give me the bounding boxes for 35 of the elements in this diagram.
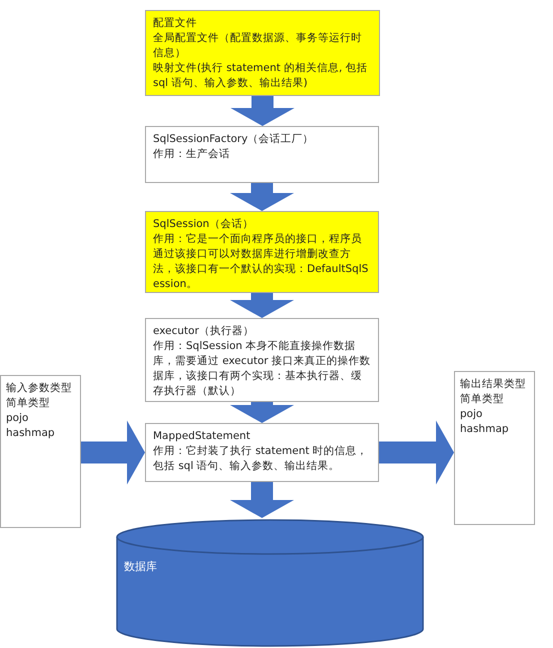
node-text: SqlSessionFactory（会话工厂） [153,132,315,147]
process-box [145,126,379,183]
highlighted-process-box [145,211,379,293]
node-text: 简单类型 [460,392,505,407]
block-arrow [379,420,454,484]
block-arrow [230,402,294,423]
node-text: 配置文件 [153,16,198,31]
node-text: SqlSession（会话） [153,217,254,232]
node-text: 作用：生产会话 [153,147,231,162]
node-text: 作用：它是一个面向程序员的接口，程序员通过该接口可以对数据库进行增删改查方法，该接口有一个默认的实现：DefaultSqlSession。 [153,232,370,292]
highlighted-process-box [145,10,380,96]
block-arrow [81,420,145,484]
database-cylinder [115,518,423,646]
block-arrow [230,183,294,211]
node-text: hashmap [460,422,510,437]
process-box [145,423,379,482]
node-text: MappedStatement [153,429,252,444]
node-text: pojo [6,411,30,426]
node-text: executor（执行器） [153,324,255,339]
process-box [454,371,535,525]
node-text: 作用：它封装了执行 statement 时的信息，包括 sql 语句、输入参数、输出结果。 [153,444,369,474]
block-arrow [230,96,294,126]
node-text: 数据库 [124,559,157,575]
node-text: 简单类型 [6,396,51,411]
node-text: pojo [460,407,484,422]
node-text: 映射文件(执行 statement 的相关信息, 包括 sql 语句、输入参数、输出结果) [153,61,369,91]
process-box [0,375,81,528]
block-arrow [230,293,294,318]
node-text: 输出结果类型 [460,377,527,392]
node-text: 全局配置文件（配置数据源、事务等运行时信息） [153,31,363,61]
process-box [145,318,379,402]
node-text: hashmap [6,426,56,441]
node-text: 输入参数类型 [6,381,73,396]
block-arrow [230,482,294,518]
node-text: 作用：SqlSession 本身不能直接操作数据库，需要通过 executor 接口来真正的操作数据库，该接口有两个实现：基本执行器、缓存执行器（默认） [153,339,371,399]
